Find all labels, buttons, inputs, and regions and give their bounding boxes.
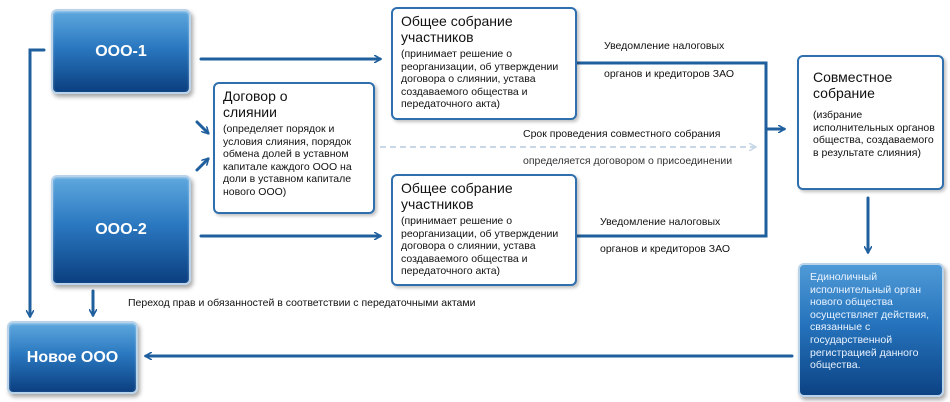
meeting2-title: Общее собрание участников bbox=[401, 180, 513, 212]
ooo1-node: ООО-1 bbox=[51, 9, 191, 94]
notify2-line1: Уведомление налоговых bbox=[600, 216, 721, 228]
joint-meeting-node: Совместное собрание (избрание исполнител… bbox=[797, 55, 944, 190]
executive-text: Единоличный исполнительный орган нового … bbox=[810, 271, 930, 372]
contract-desc: (определяет порядок и условия слияния, п… bbox=[223, 123, 352, 198]
new-ooo-node: Новое ООО bbox=[7, 321, 138, 394]
meeting1-title: Общее собрание участников bbox=[401, 13, 513, 45]
arrow-ooo2-to-contract bbox=[195, 159, 208, 172]
contract-node: Договор о слиянии (определяет порядок и … bbox=[213, 82, 375, 214]
notify1-line2: органов и кредиторов ЗАО bbox=[604, 68, 735, 80]
arrow-left-vertical bbox=[30, 48, 46, 316]
notify2-line2: органов и кредиторов ЗАО bbox=[600, 243, 731, 255]
transfer-label: Переход прав и обязанностей в соответств… bbox=[128, 297, 476, 309]
arrow-ooo1-to-contract bbox=[195, 120, 208, 133]
ooo2-label: ООО-2 bbox=[95, 221, 147, 238]
meeting2-desc: (принимает решение о реорганизации, об у… bbox=[401, 215, 559, 277]
line-meeting2-to-joint bbox=[575, 127, 768, 238]
meeting1-desc: (принимает решение о реорганизации, об у… bbox=[401, 48, 559, 110]
term-line1: Срок проведения совместного собрания bbox=[523, 128, 721, 140]
ooo1-label: ООО-1 bbox=[95, 42, 147, 60]
new-ooo-label: Новое ООО bbox=[26, 348, 119, 366]
line-meeting1-to-joint bbox=[575, 61, 784, 129]
meeting1-node: Общее собрание участников (принимает реш… bbox=[391, 7, 577, 120]
contract-title: Договор о слиянии bbox=[223, 88, 288, 120]
joint-title: Совместное собрание bbox=[813, 69, 893, 101]
notify1-line1: Уведомление налоговых bbox=[604, 40, 725, 52]
executive-node: Единоличный исполнительный орган нового … bbox=[798, 263, 944, 397]
term-line2: определяется договором о присоединении bbox=[523, 155, 733, 167]
ooo2-node: ООО-2 bbox=[51, 175, 191, 285]
joint-desc: (избрание исполнительных органов обществ… bbox=[813, 109, 935, 159]
meeting2-node: Общее собрание участников (принимает реш… bbox=[391, 174, 577, 286]
